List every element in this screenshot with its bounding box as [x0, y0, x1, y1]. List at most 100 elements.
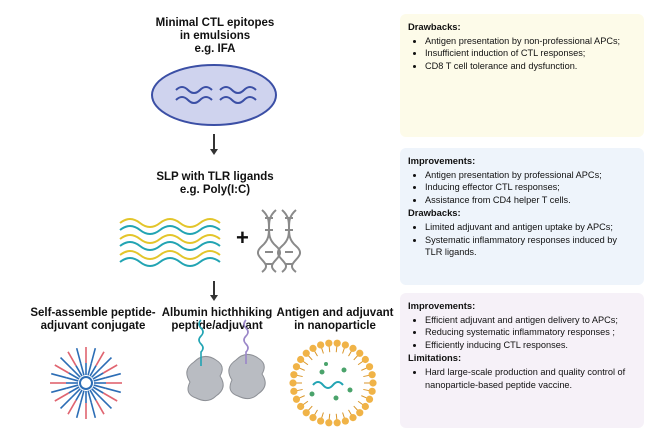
conjugate-spike	[54, 392, 70, 402]
stage1-title-line: in emulsions	[179, 30, 251, 42]
conjugate-spike	[102, 392, 118, 402]
flow-arrow	[210, 281, 218, 301]
epitope-wave	[219, 96, 257, 104]
lipid-head	[341, 417, 349, 425]
panel-list: Efficient adjuvant and antigen delivery …	[408, 314, 636, 352]
panel-heading: Improvements:	[408, 300, 476, 311]
conjugate-spike	[95, 351, 105, 367]
lipid-tail	[298, 367, 305, 371]
panel-list-item: Efficient adjuvant and antigen delivery …	[425, 314, 636, 327]
lipid-tail	[363, 388, 370, 392]
lipid-head	[349, 414, 357, 422]
panel-list-item: Systematic inflammatory responses induce…	[425, 234, 636, 259]
conjugate-spike-core	[68, 372, 80, 380]
panel-list-item: Inducing effector CTL responses;	[425, 181, 636, 194]
lipid-head	[302, 349, 310, 357]
stage3-title-line: peptide/adjuvant	[171, 320, 263, 332]
lipid-tail	[361, 367, 368, 371]
conjugate-spike	[51, 387, 67, 394]
lipid-tail	[298, 395, 305, 399]
lipid-tail	[335, 413, 338, 420]
lipid-head	[333, 339, 341, 347]
lipid-head	[361, 402, 369, 411]
antigen-strand	[312, 381, 344, 389]
panel-nanoparticle: Improvements: Efficient adjuvant and ant…	[400, 293, 644, 428]
lipid-head	[292, 395, 301, 403]
stage3-item-title: Albumin hicthhiking peptide/adjuvant	[158, 307, 276, 333]
lipid-head	[289, 379, 297, 387]
conjugate-spike	[105, 372, 121, 379]
conjugate-spike-core	[75, 365, 83, 377]
lipid-tail	[361, 395, 368, 399]
panel-list: Limited adjuvant and antigen uptake by A…	[408, 221, 636, 259]
stage1-title-line: Minimal CTL epitopes	[155, 17, 275, 29]
lipid-tail	[348, 350, 352, 357]
conjugate-spike	[54, 364, 70, 374]
stage3-title-line: Albumin hicthhiking	[161, 307, 273, 319]
lipid-head	[309, 414, 317, 422]
panel-list: Antigen presentation by professional APC…	[408, 169, 636, 207]
panel-list-item: Assistance from CD4 helper T cells.	[425, 194, 636, 207]
epitope-wave	[175, 86, 213, 94]
stage3-item-title: Self-assemble peptide- adjuvant conjugat…	[30, 307, 156, 333]
emulsion-droplet	[151, 64, 277, 126]
lipid-tail	[296, 374, 303, 378]
lipid-tail	[328, 346, 331, 353]
lipid-tail	[307, 405, 313, 411]
panel-heading: Limitations:	[408, 352, 462, 364]
lipid-head	[341, 341, 349, 349]
conjugate-spike	[90, 402, 97, 418]
lipid-head	[309, 344, 317, 352]
panel-heading: Improvements:	[408, 155, 476, 166]
conjugate-spike-core	[92, 372, 104, 380]
stage2-title-line: SLP with TLR ligands	[156, 171, 274, 183]
lipid-head	[290, 371, 298, 379]
stage1-title-line: e.g. IFA	[194, 43, 236, 55]
epitope-wave	[219, 86, 257, 94]
conjugate-spike	[99, 396, 113, 410]
panel-list-item: Efficiently inducing CTL responses.	[425, 339, 636, 352]
conjugate-spike-core	[71, 388, 81, 398]
panel-list: Hard large-scale production and quality …	[408, 366, 636, 391]
lipid-tail	[357, 360, 364, 366]
lipid-head	[368, 387, 376, 395]
epitope-wave	[175, 96, 213, 104]
conjugate-spike	[75, 402, 82, 418]
panel-list: Antigen presentation by non-professional…	[408, 35, 636, 73]
stage2-title-line: e.g. Poly(I:C)	[179, 184, 251, 196]
plus-sign: +	[236, 225, 249, 250]
lipid-tail	[328, 413, 331, 420]
lipid-tail	[321, 347, 324, 354]
conjugate-spike-core	[89, 389, 97, 401]
conjugate-spike-core	[91, 388, 101, 398]
lipid-head	[317, 417, 325, 425]
lipid-head	[317, 341, 325, 349]
tlr-ligand-dsrna	[257, 209, 301, 273]
lipid-head	[365, 363, 374, 371]
lipid-tail	[353, 405, 359, 411]
lipid-head	[292, 363, 301, 371]
lipid-tail	[342, 412, 345, 419]
lipid-tail	[307, 355, 313, 361]
lipid-head	[365, 395, 374, 403]
lipid-head	[369, 379, 377, 387]
flow-arrow	[210, 134, 218, 155]
conjugate-spike-core	[93, 377, 106, 382]
lipid-head	[290, 387, 298, 395]
panel-heading: Drawbacks:	[408, 21, 461, 32]
panel-list-item: Antigen presentation by non-professional…	[425, 35, 636, 48]
lipid-tail	[348, 409, 352, 416]
lipid-head	[349, 344, 357, 352]
lipid-tail	[363, 374, 370, 378]
albumin-protein	[186, 354, 266, 402]
lipid-tail	[357, 400, 364, 406]
conjugate-spike	[51, 372, 67, 379]
lipid-head	[356, 349, 364, 357]
stage3-title-line: Self-assemble peptide-	[30, 307, 156, 319]
adjuvant-dots	[309, 362, 353, 401]
panel-list-item: Reducing systematic inflammatory respons…	[425, 326, 636, 339]
panel-list-item: Insufficient induction of CTL responses;	[425, 47, 636, 60]
conjugate-spike-core	[71, 368, 81, 378]
lipid-head	[297, 402, 305, 411]
stage3-title-line: in nanoparticle	[294, 320, 376, 332]
